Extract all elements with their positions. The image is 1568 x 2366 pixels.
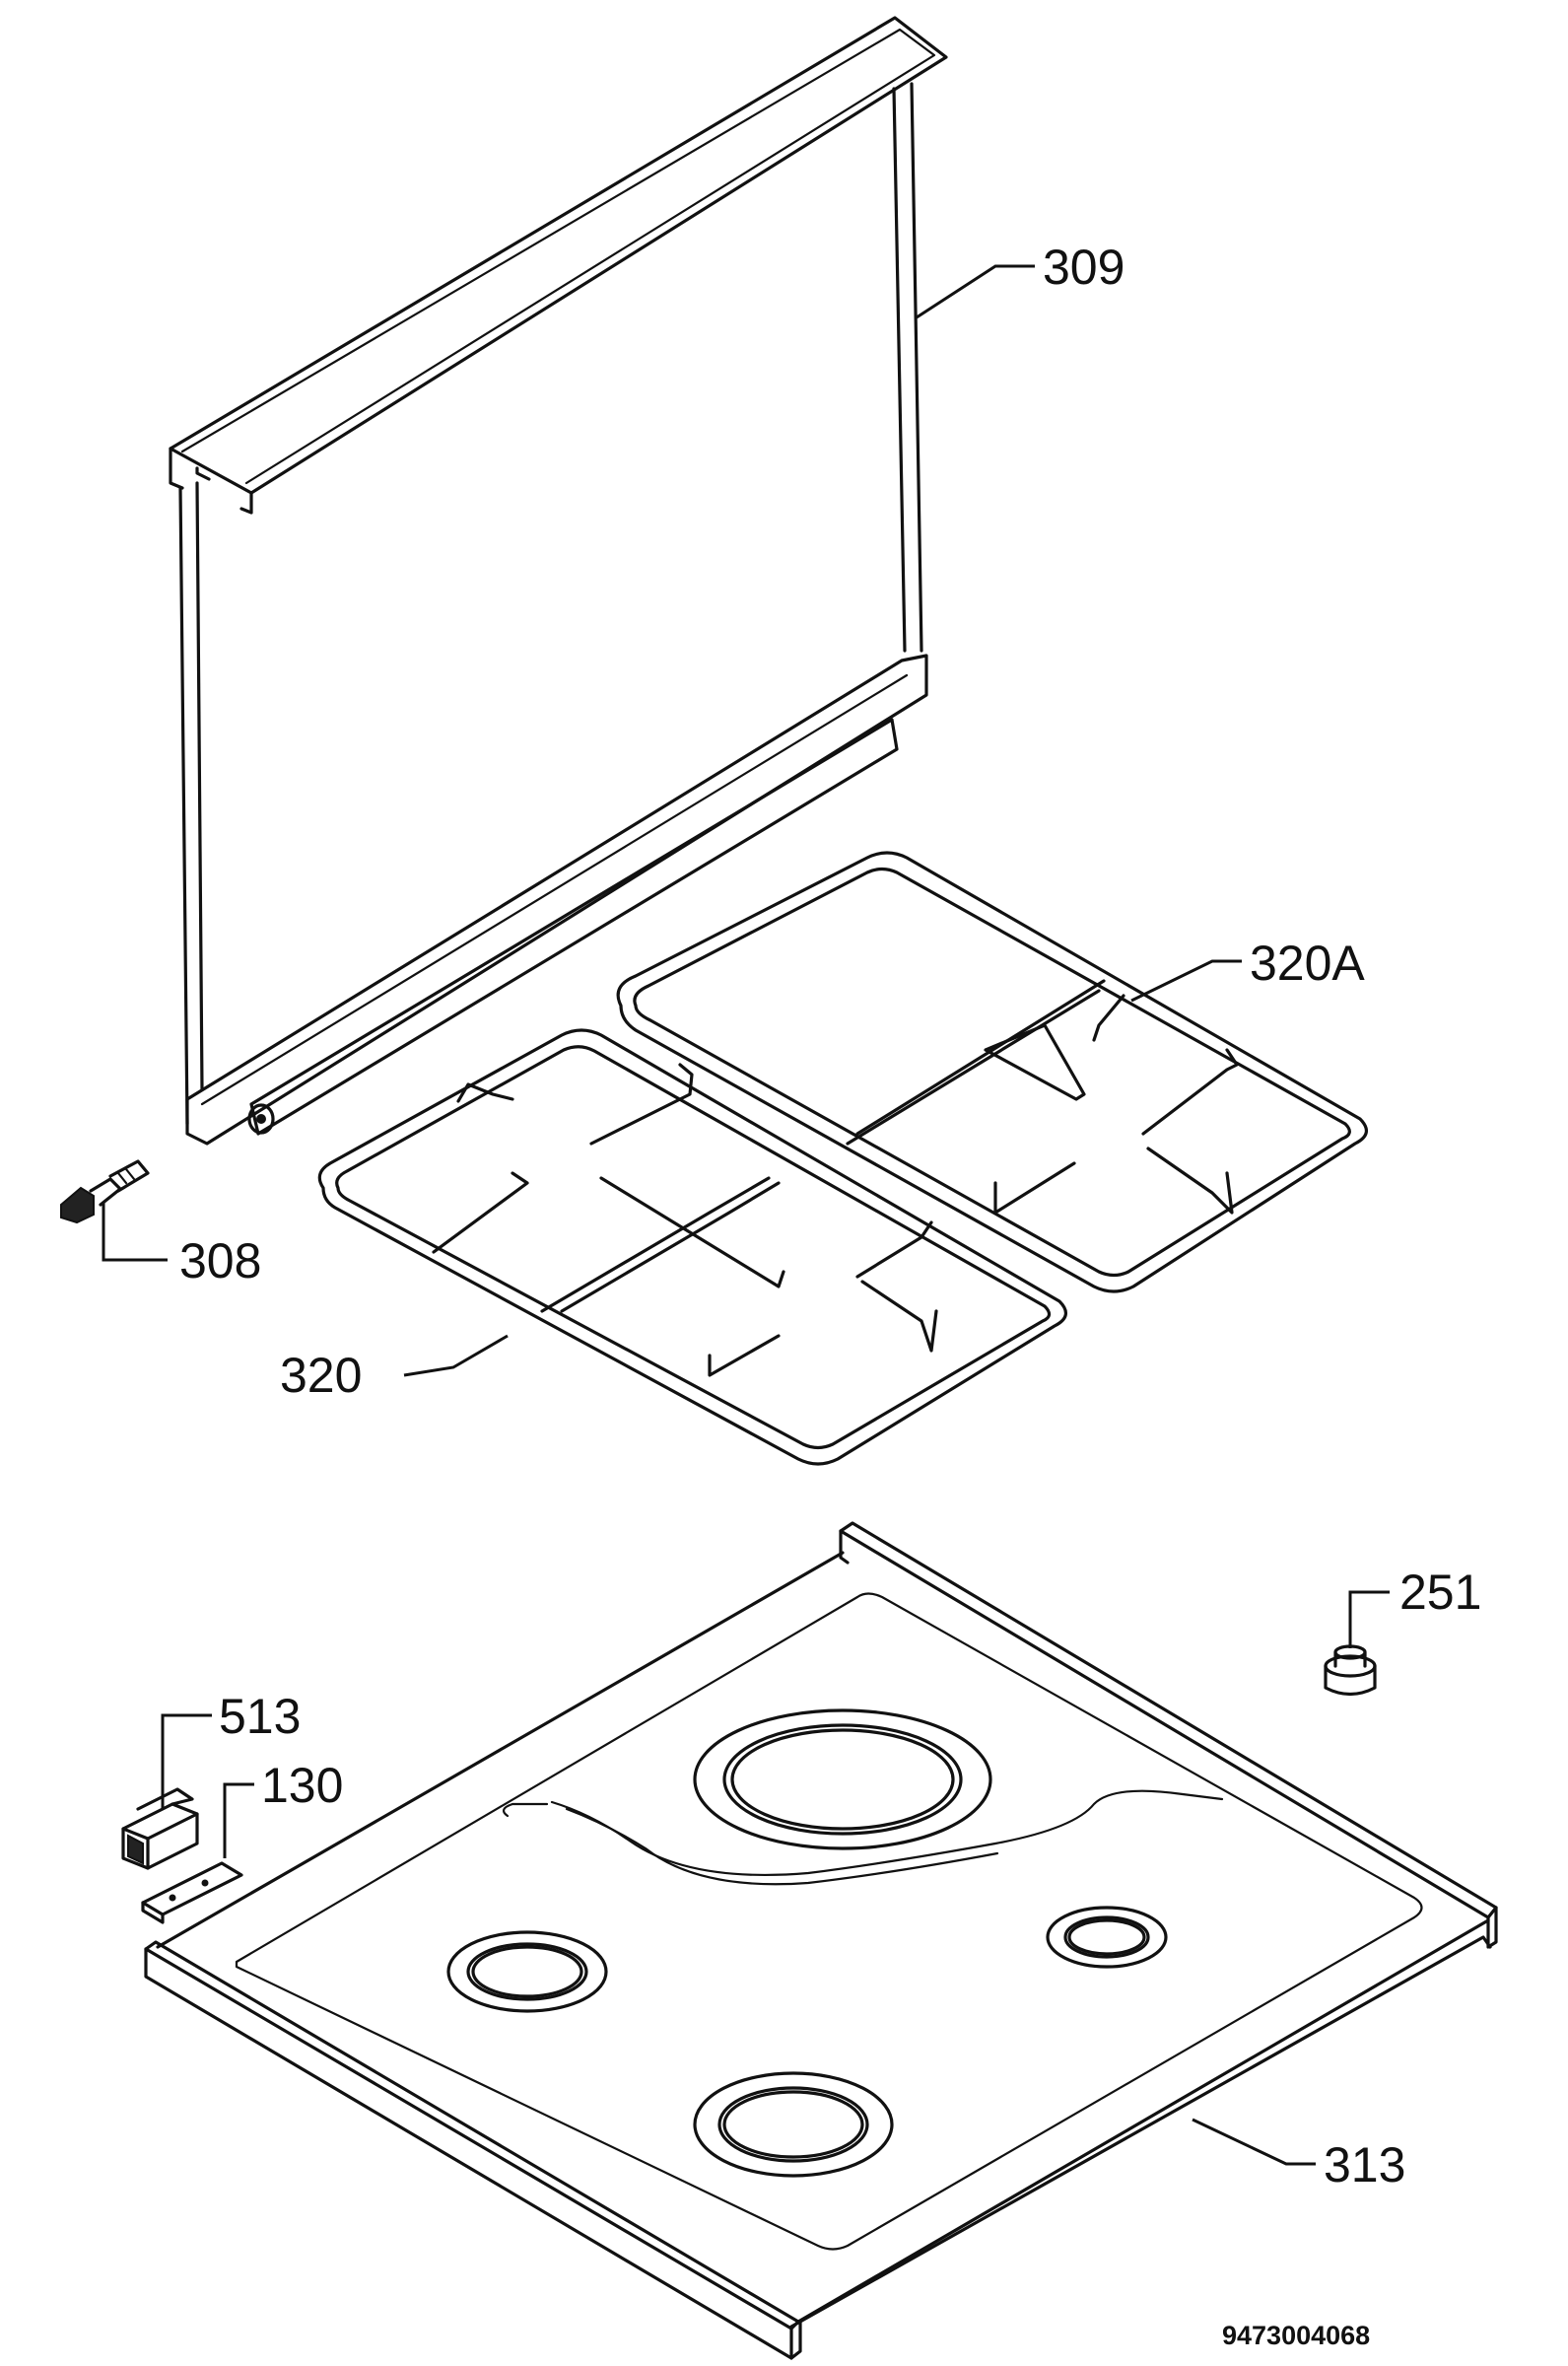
drawing-code: 9473004068 [1222,2321,1370,2350]
label-308: 308 [179,1233,261,1288]
leader-313 [1192,2118,1316,2166]
plate-130 [141,1861,243,1924]
leader-320A [1130,959,1242,1003]
leader-309 [916,264,1035,319]
leader-513 [161,1713,212,1809]
leader-251 [1348,1590,1390,1648]
label-309: 309 [1043,240,1125,295]
label-320A: 320A [1250,936,1365,991]
leader-320 [403,1334,509,1377]
hob-top-313 [144,1521,1498,2360]
label-313: 313 [1324,2137,1405,2192]
label-130: 130 [261,1758,343,1813]
bracket-513 [121,1787,199,1870]
label-320: 320 [280,1348,362,1403]
screw-308 [60,1159,150,1224]
pan-support-320A [616,851,1368,1293]
pan-support-320 [317,1028,1067,1466]
label-251: 251 [1399,1565,1481,1620]
lid-glass-309 [169,16,948,1146]
foot-251 [1324,1644,1377,1697]
leader-308 [102,1203,168,1262]
label-513: 513 [219,1689,301,1744]
leader-130 [223,1782,254,1858]
